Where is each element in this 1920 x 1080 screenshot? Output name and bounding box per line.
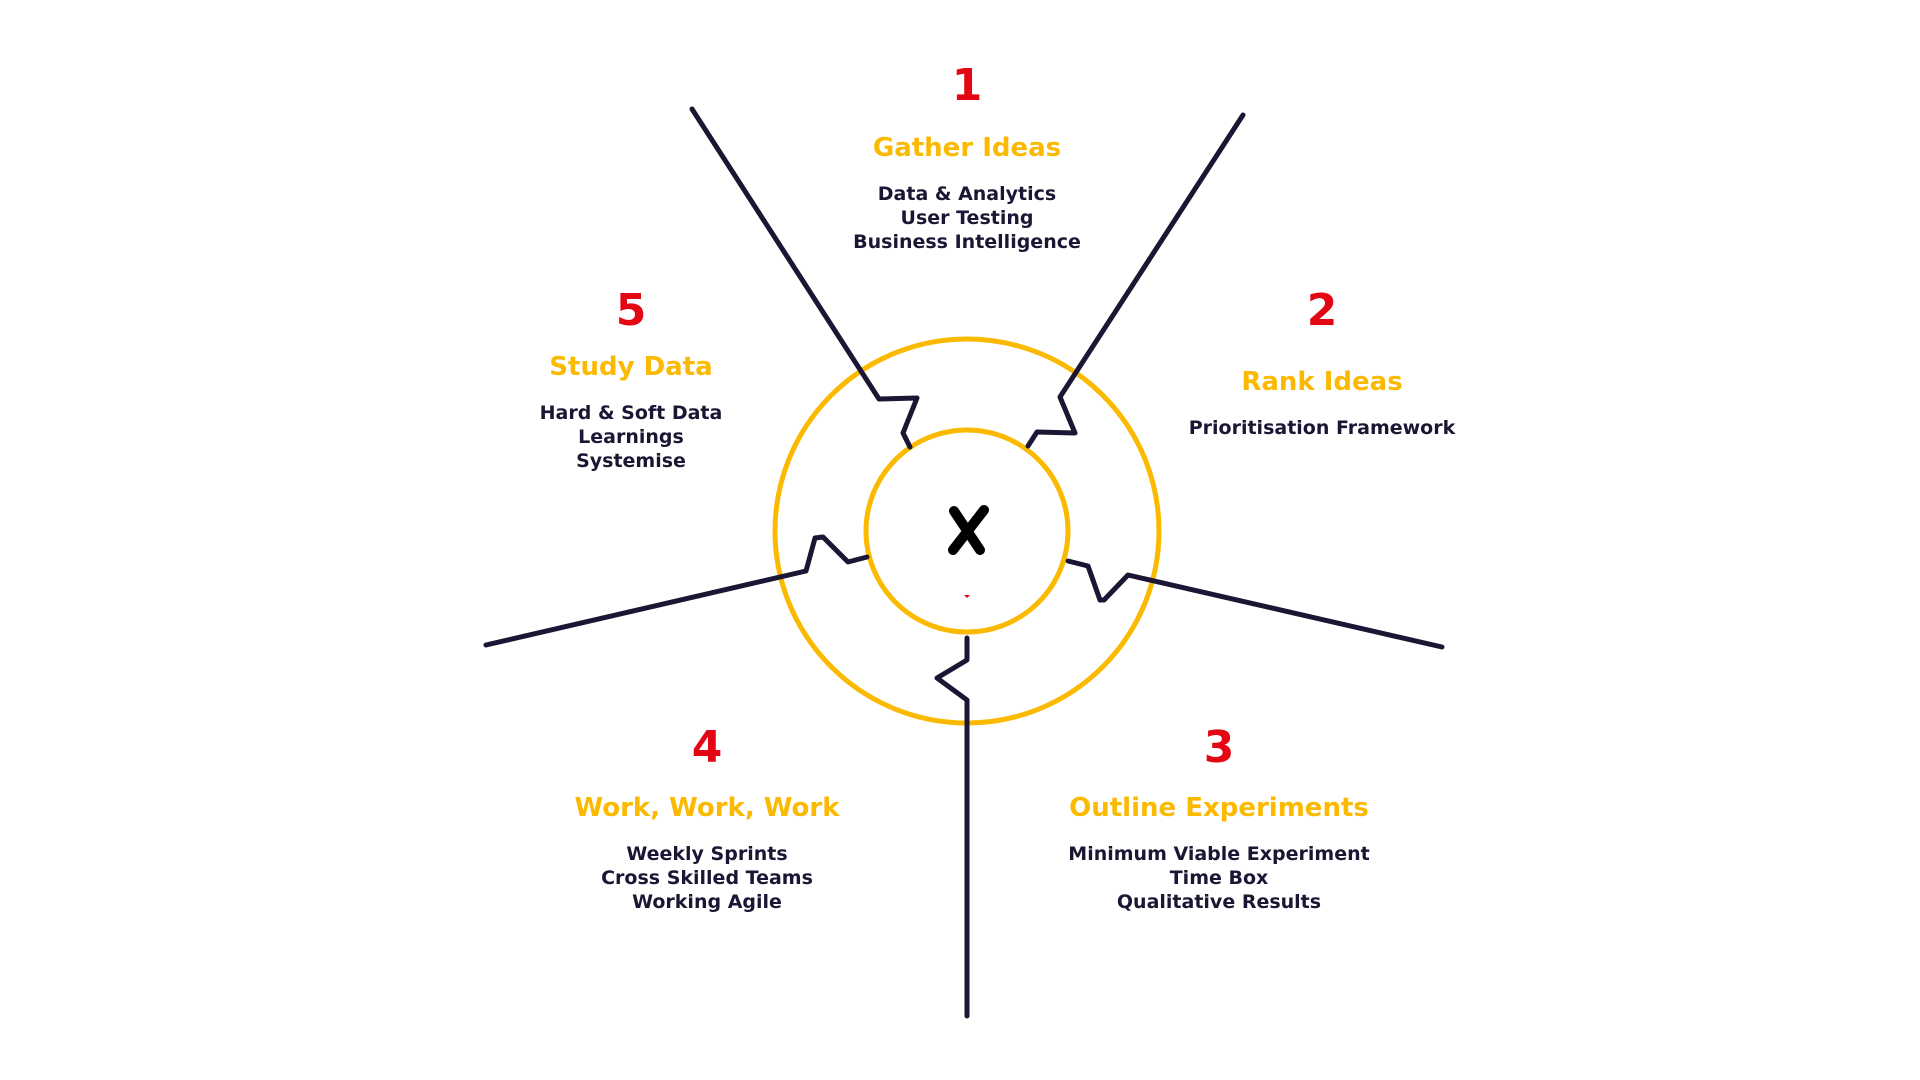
step-number: 4: [691, 722, 723, 773]
step-item: Working Agile: [632, 891, 782, 913]
x-logo-icon: [948, 505, 989, 555]
step-1: 1 Gather Ideas Data & Analytics User Tes…: [747, 62, 1187, 254]
step-title: Rank Ideas: [1241, 367, 1403, 397]
step-item: Learnings: [578, 426, 684, 448]
divider-line-top-left: [689, 106, 920, 450]
divider-line-top-right: [1025, 112, 1246, 449]
step-item: Systemise: [576, 450, 686, 472]
step-item: Minimum Viable Experiment: [1068, 843, 1370, 865]
step-4: 4 Work, Work, Work Weekly Sprints Cross …: [487, 724, 927, 914]
step-number: 5: [615, 285, 647, 336]
step-item: Weekly Sprints: [626, 843, 788, 865]
step-item: Hard & Soft Data: [539, 402, 723, 424]
step-title: Outline Experiments: [1069, 793, 1369, 823]
step-item: Cross Skilled Teams: [601, 867, 813, 889]
step-number: 1: [951, 60, 983, 111]
step-item: Data & Analytics: [877, 183, 1057, 205]
step-item: User Testing: [900, 207, 1034, 229]
step-number: 3: [1203, 722, 1235, 773]
step-item: Time Box: [1169, 867, 1269, 889]
divider-line-right: [1065, 558, 1445, 650]
step-title: Gather Ideas: [872, 133, 1062, 163]
step-item: Prioritisation Framework: [1188, 417, 1456, 439]
divider-line-left: [483, 534, 870, 648]
small-red-mark: [964, 595, 970, 598]
step-title: Work, Work, Work: [574, 793, 840, 823]
step-3: 3 Outline Experiments Minimum Viable Exp…: [999, 724, 1439, 914]
step-item: Business Intelligence: [853, 231, 1081, 253]
step-title: Study Data: [549, 352, 713, 382]
step-5: 5 Study Data Hard & Soft Data Learnings …: [411, 287, 851, 473]
divider-line-bottom: [934, 635, 970, 1019]
step-number: 2: [1306, 285, 1338, 336]
step-2: 2 Rank Ideas Prioritisation Framework: [1102, 287, 1542, 440]
inner-ring: [863, 427, 1071, 635]
step-item: Qualitative Results: [1116, 891, 1322, 913]
